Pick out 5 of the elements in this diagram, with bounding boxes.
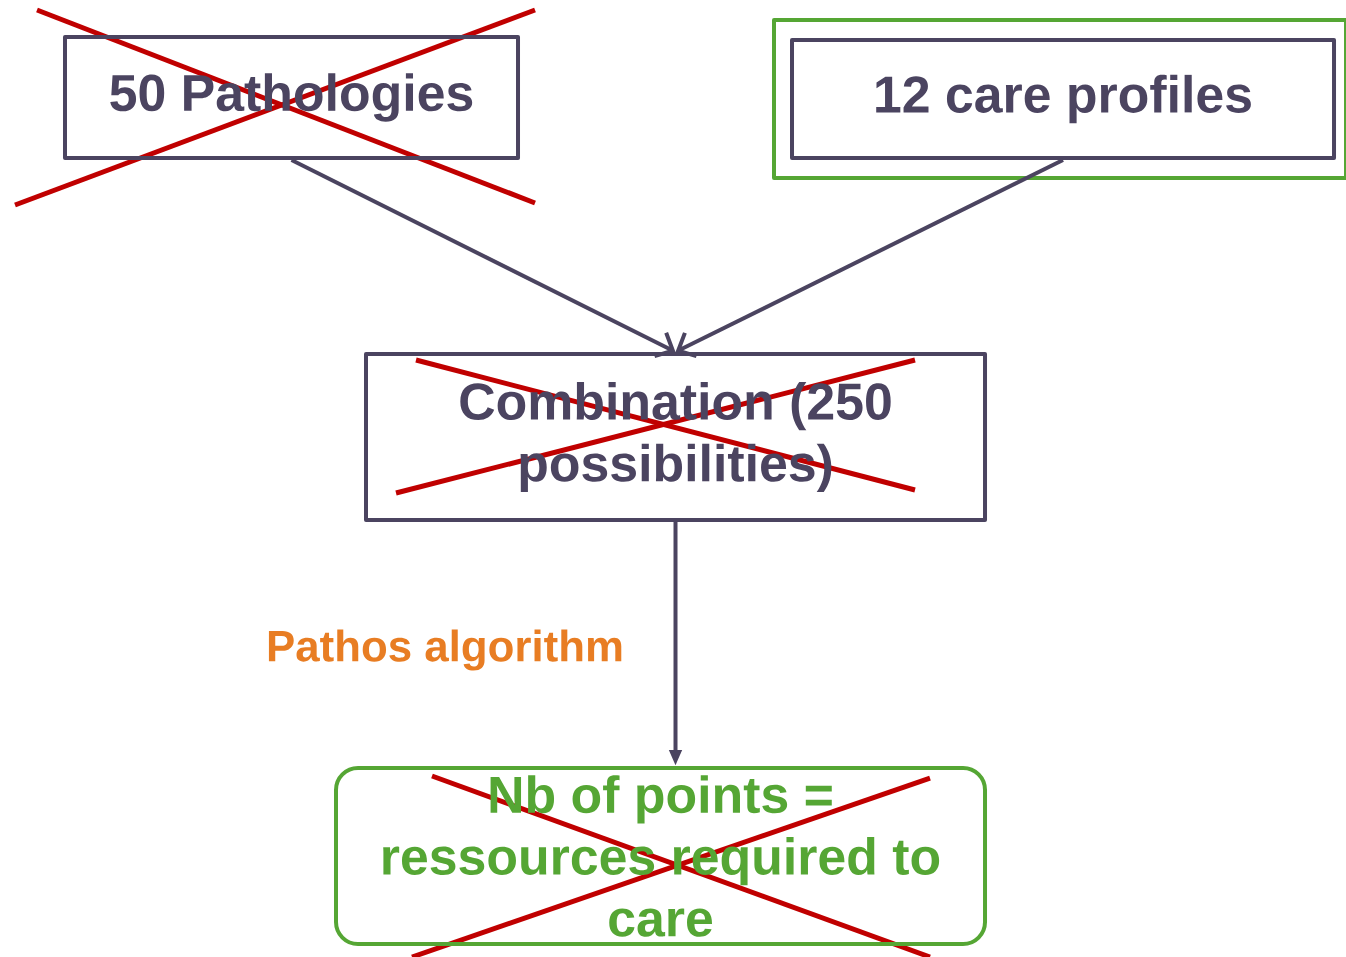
highlight-frame	[772, 18, 1346, 180]
arrow	[675, 158, 1064, 359]
process-box: 12 care profiles	[790, 38, 1336, 160]
arrow	[290, 158, 676, 358]
edge-label: Pathos algorithm	[264, 627, 626, 673]
